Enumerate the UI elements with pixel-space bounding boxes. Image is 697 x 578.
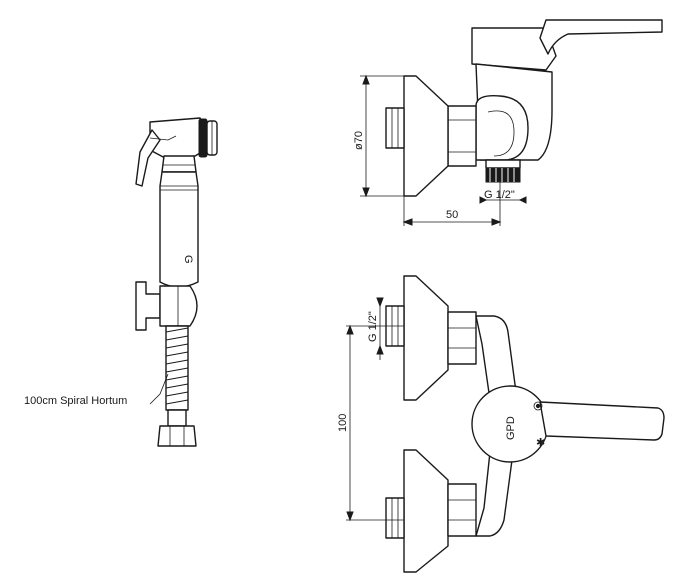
front-view-drawing: ✱ bbox=[346, 275, 665, 573]
depth-label: 50 bbox=[446, 209, 458, 221]
hose-label: 100cm Spiral Hortum bbox=[24, 395, 127, 407]
side-view-drawing bbox=[360, 19, 663, 226]
handle-logo: G bbox=[182, 255, 194, 264]
spacing-label: 100 bbox=[337, 414, 349, 432]
thread-side-label: G 1/2" bbox=[484, 189, 515, 201]
hand-shower-drawing: G bbox=[135, 117, 218, 447]
temperature-mark: ✱ bbox=[536, 437, 545, 449]
spiral-hose-hatching bbox=[165, 327, 189, 405]
logo-text: GPD bbox=[505, 416, 517, 440]
thread-top-label: G 1/2" bbox=[367, 311, 379, 342]
diameter-label: ø70 bbox=[353, 131, 365, 150]
